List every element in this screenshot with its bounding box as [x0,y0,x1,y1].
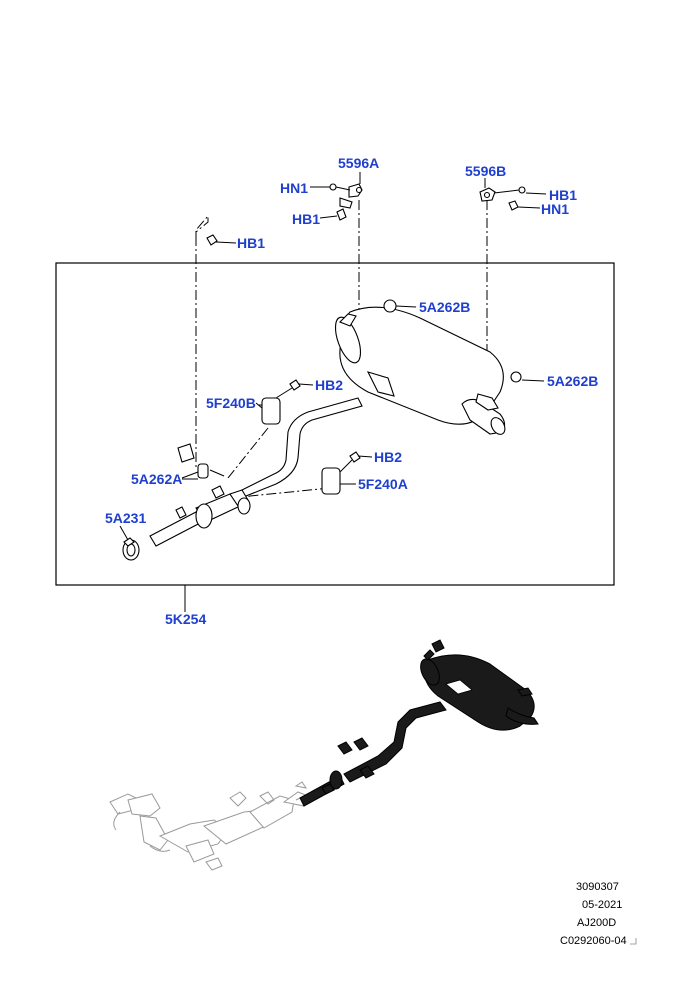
installation-lines [195,200,488,501]
callout-5A262B-right[interactable]: 5A262B [547,373,598,389]
exhaust-pipe[interactable] [235,397,363,501]
reference-date: 05-2021 [582,899,622,911]
reference-number: 3090307 [576,881,619,893]
callout-5596B[interactable]: 5596B [465,163,506,179]
rear-muffler[interactable] [330,299,522,437]
insulator-5A262A[interactable] [177,443,225,479]
callout-5F240A[interactable]: 5F240A [358,476,408,492]
callout-hn1-right[interactable]: HN1 [541,201,569,217]
vehicle-exhaust-overview [109,639,539,871]
corner-mark-icon [630,938,637,945]
bolt-hb1-bracket[interactable] [206,234,237,246]
callout-hb1-right[interactable]: HB1 [549,187,577,203]
hanger-bracket-5596A[interactable] [329,183,363,221]
callout-5F240B[interactable]: 5F240B [206,395,256,411]
bolt-hb2-left[interactable] [275,379,314,399]
reference-block: 3090307 05-2021 AJ200D C0292060-04 [560,881,627,947]
callout-hn1-left[interactable]: HN1 [280,180,308,196]
reference-illustration-code: C0292060-04 [560,935,627,947]
callout-hb2-right[interactable]: HB2 [374,449,402,465]
callout-5A262B-top[interactable]: 5A262B [419,299,470,315]
callout-hb2-left[interactable]: HB2 [315,377,343,393]
assembly-box-5K254 [55,262,615,586]
insulator-5F240A[interactable] [321,467,356,495]
callout-5596A[interactable]: 5596A [338,155,379,171]
callout-hb1-left[interactable]: HB1 [292,211,320,227]
reference-model: AJ200D [577,917,616,929]
insulator-5F240B[interactable] [258,397,281,425]
clamp-5A231[interactable] [122,537,140,561]
callout-5A262A[interactable]: 5A262A [131,471,182,487]
callout-5K254[interactable]: 5K254 [165,611,206,627]
hanger-bracket-5596B[interactable] [479,186,526,211]
callout-leaders [119,172,547,541]
bolt-hb2-right[interactable] [339,451,373,473]
front-pipe-resonator[interactable] [149,485,251,547]
callout-hb1-bracket[interactable]: HB1 [237,235,265,251]
callout-5A231[interactable]: 5A231 [105,510,146,526]
